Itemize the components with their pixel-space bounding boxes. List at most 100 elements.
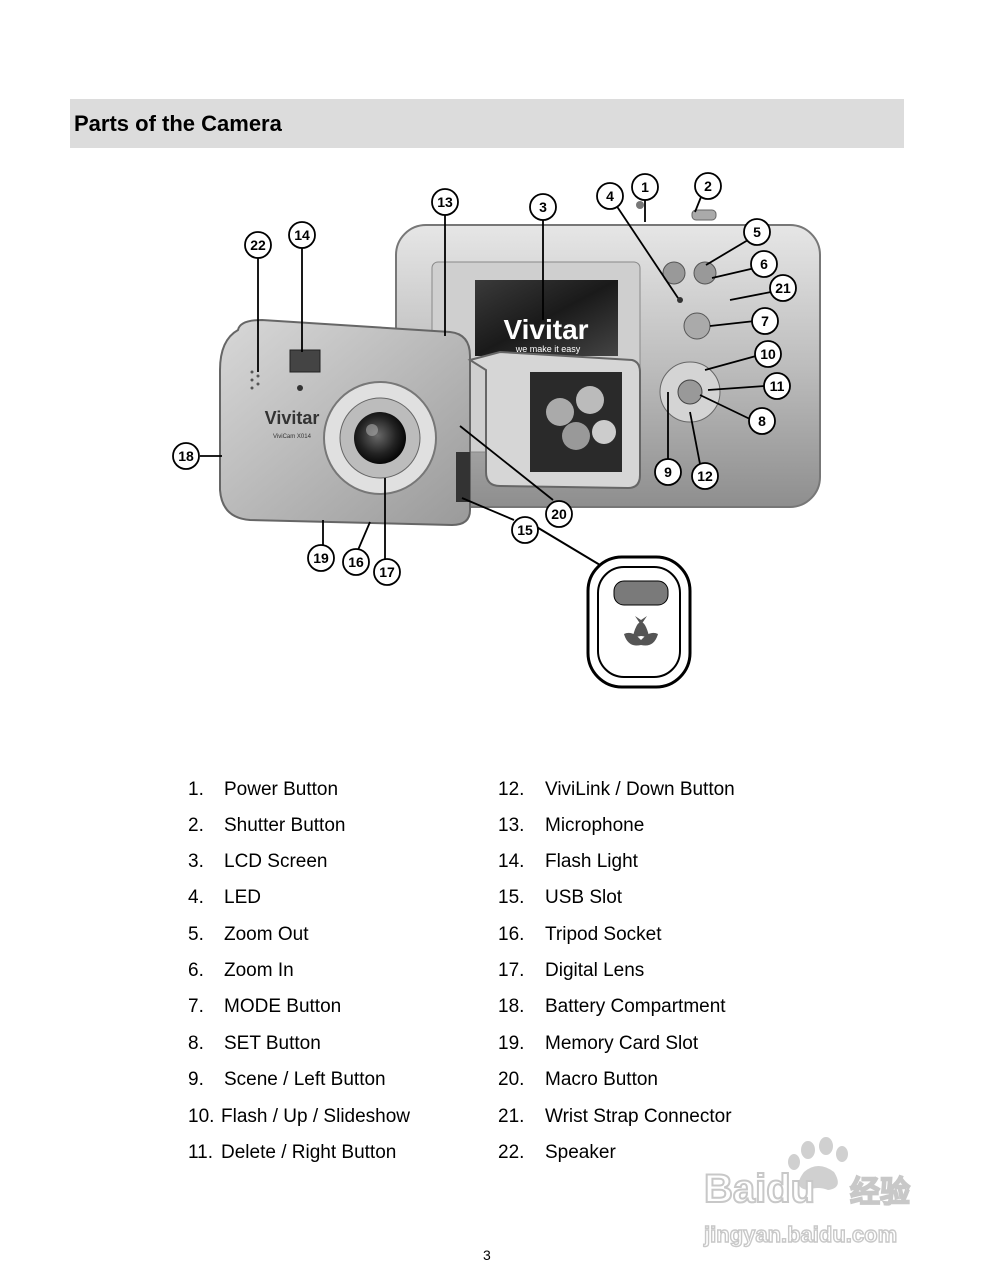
callout-8: 8: [758, 413, 766, 429]
item-number: 15.: [498, 887, 525, 908]
watermark-cn: 经验: [850, 1175, 910, 1210]
item-label: Power Button: [224, 779, 339, 800]
list-item: 16. Tripod Socket: [498, 923, 662, 947]
list-item: 15. USB Slot: [498, 886, 622, 910]
list-item: 7. MODE Button: [188, 995, 341, 1019]
list-item: 12. ViviLink / Down Button: [498, 778, 735, 802]
item-number: 3.: [188, 851, 204, 872]
item-label: MODE Button: [224, 996, 342, 1017]
list-item: 8. SET Button: [188, 1032, 321, 1056]
list-item: 3.LCD Screen: [188, 850, 328, 874]
item-label: ViviLink / Down Button: [545, 779, 735, 800]
page-title: Parts of the Camera: [74, 111, 282, 136]
item-label: Zoom In: [224, 960, 294, 981]
callout-6: 6: [760, 256, 768, 272]
digital-lens: [354, 412, 406, 464]
item-label: Speaker: [545, 1142, 616, 1163]
item-label: Delete / Right Button: [221, 1142, 397, 1163]
item-label: Wrist Strap Connector: [545, 1106, 732, 1127]
callout-21: 21: [775, 280, 791, 296]
item-label: LED: [224, 887, 261, 908]
usb-slot: [456, 452, 470, 502]
led-dot: [677, 297, 683, 303]
item-number: 1.: [188, 779, 204, 800]
item-number: 4.: [188, 887, 204, 908]
callout-12: 12: [697, 468, 713, 484]
item-number: 12.: [498, 779, 525, 800]
shutter-button: [691, 209, 717, 221]
flash-light: [289, 349, 321, 373]
list-item: 19. Memory Card Slot: [498, 1032, 698, 1056]
item-number: 7.: [188, 996, 204, 1017]
item-number: 10.: [188, 1106, 215, 1127]
callout-20: 20: [551, 506, 567, 522]
list-item: 4. LED: [188, 886, 261, 910]
callout-7: 7: [761, 313, 769, 329]
list-item: 22. Speaker: [498, 1141, 616, 1165]
item-number: 20.: [498, 1069, 525, 1090]
item-number: 8.: [188, 1033, 204, 1054]
item-label: Tripod Socket: [545, 924, 662, 945]
list-item: 14. Flash Light: [498, 850, 638, 874]
item-number: 6.: [188, 960, 204, 981]
body-model-text: ViviCam X014: [273, 434, 312, 440]
item-number: 13.: [498, 815, 525, 836]
callout-11: 11: [770, 378, 785, 394]
list-item: 1. Power Button: [188, 778, 338, 802]
macro-button-zoom: [524, 519, 692, 689]
item-number: 21.: [498, 1106, 525, 1127]
swivel-lcd: [467, 350, 641, 490]
list-item: 17. Digital Lens: [498, 959, 644, 983]
body-brand-text: Vivitar: [265, 408, 320, 428]
item-label: Zoom Out: [224, 924, 309, 945]
zoom-out-button: [662, 261, 686, 285]
set-button: [677, 379, 703, 405]
item-label: Digital Lens: [545, 960, 645, 981]
callout-16: 16: [348, 554, 364, 570]
item-label: Flash / Up / Slideshow: [221, 1106, 411, 1127]
item-label: Flash Light: [545, 851, 638, 872]
callout-17: 17: [379, 564, 395, 580]
item-number: 5.: [188, 924, 204, 945]
item-label: Memory Card Slot: [545, 1033, 699, 1054]
lcd-screen: [475, 280, 618, 356]
callout-4: 4: [606, 188, 614, 204]
item-number: 11.: [188, 1142, 214, 1163]
item-label: Scene / Left Button: [224, 1069, 386, 1090]
baidu-watermark: Baidu 经验 jingyan.baidu.com: [702, 1137, 911, 1248]
item-label: Battery Compartment: [545, 996, 726, 1017]
front-camera-body: Vivitar ViviCam X014: [219, 318, 471, 527]
callout-19: 19: [313, 550, 329, 566]
list-item: 10. Flash / Up / Slideshow: [188, 1105, 410, 1129]
list-item: 11. Delete / Right Button: [188, 1141, 396, 1165]
callout-22: 22: [250, 237, 266, 253]
item-number: 19.: [498, 1033, 525, 1054]
item-label: Microphone: [545, 815, 645, 836]
item-label: USB Slot: [545, 887, 623, 908]
camera-diagram: Vivitar we make it easy Vivitar ViviCam …: [172, 172, 821, 689]
callout-18: 18: [178, 448, 194, 464]
item-number: 22.: [498, 1142, 525, 1163]
callout-13: 13: [437, 194, 453, 210]
section-header: Parts of the Camera: [70, 99, 904, 148]
lcd-brand-text: Vivitar: [503, 314, 588, 345]
watermark-url: jingyan.baidu.com: [703, 1222, 897, 1247]
list-item: 2.Shutter Button: [188, 814, 345, 838]
zoom-in-button: [693, 261, 717, 285]
paw-icon: [788, 1137, 848, 1190]
callout-15: 15: [517, 522, 533, 538]
item-number: 16.: [498, 924, 525, 945]
list-item: 21. Wrist Strap Connector: [498, 1105, 732, 1129]
item-label: Macro Button: [545, 1069, 658, 1090]
list-item: 6. Zoom In: [188, 959, 294, 983]
list-item: 9.Scene / Left Button: [188, 1068, 386, 1092]
item-number: 18.: [498, 996, 525, 1017]
mode-button: [683, 312, 711, 340]
callout-5: 5: [753, 224, 761, 240]
item-label: SET Button: [224, 1033, 321, 1054]
list-item: 20. Macro Button: [498, 1068, 658, 1092]
item-number: 14.: [498, 851, 525, 872]
item-number: 17.: [498, 960, 525, 981]
macro-flower-icon: [624, 616, 658, 658]
item-number: 2.: [188, 815, 204, 836]
